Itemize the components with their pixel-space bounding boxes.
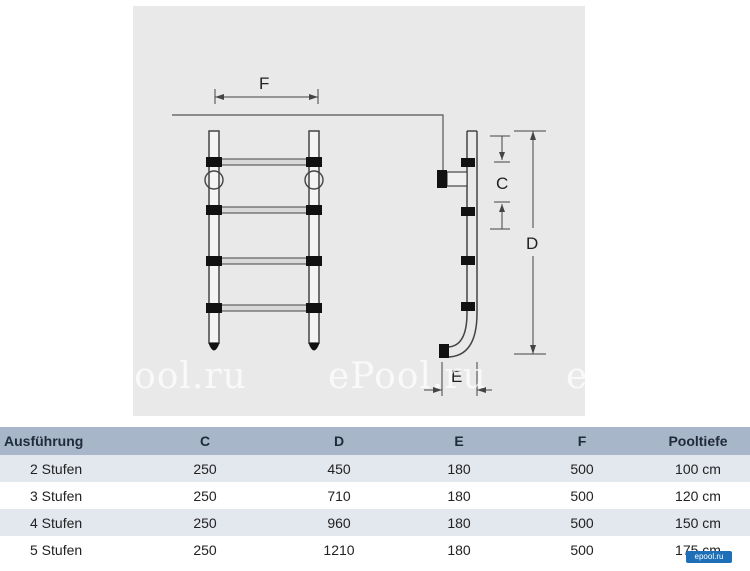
cell-ausfuehrung: 3 Stufen xyxy=(0,482,132,509)
technical-drawing: F xyxy=(133,6,585,416)
table-row: 5 Stufen 250 1210 180 500 175 cm xyxy=(0,536,750,563)
cell-e: 180 xyxy=(400,509,518,536)
ladder-diagram: F xyxy=(172,74,546,396)
label-e: E xyxy=(451,367,462,386)
header-c: C xyxy=(132,427,278,455)
cell-c: 250 xyxy=(132,455,278,482)
header-pooltiefe: Pooltiefe xyxy=(646,427,750,455)
cell-c: 250 xyxy=(132,536,278,563)
left-rail-foot xyxy=(208,342,220,351)
dimension-e xyxy=(424,362,492,396)
cell-ausfuehrung: 2 Stufen xyxy=(0,455,132,482)
header-e: E xyxy=(400,427,518,455)
label-c: C xyxy=(496,174,508,193)
header-d: D xyxy=(278,427,400,455)
cell-d: 710 xyxy=(278,482,400,509)
watermark-text: ePool.ru xyxy=(328,356,487,397)
watermark-text: ePool.ru xyxy=(0,356,127,397)
cell-pooltiefe: 120 cm xyxy=(646,482,750,509)
cell-c: 250 xyxy=(132,509,278,536)
label-f: F xyxy=(259,74,269,93)
pool-edge-line xyxy=(172,114,444,174)
cell-ausfuehrung: 5 Stufen xyxy=(0,536,132,563)
watermark-text: ePool.ru xyxy=(566,356,725,397)
cell-e: 180 xyxy=(400,536,518,563)
cell-f: 500 xyxy=(518,509,646,536)
table-row: 3 Stufen 250 710 180 500 120 cm xyxy=(0,482,750,509)
steps-front xyxy=(206,157,322,313)
cell-pooltiefe: 100 cm xyxy=(646,455,750,482)
cell-d: 1210 xyxy=(278,536,400,563)
cell-d: 960 xyxy=(278,509,400,536)
dimension-d xyxy=(514,130,546,355)
cell-e: 180 xyxy=(400,482,518,509)
cell-d: 450 xyxy=(278,455,400,482)
cell-f: 500 xyxy=(518,536,646,563)
spec-table: Ausführung C D E F Pooltiefe 2 Stufen 25… xyxy=(0,427,750,563)
label-d: D xyxy=(526,234,538,253)
cell-e: 180 xyxy=(400,455,518,482)
header-f: F xyxy=(518,427,646,455)
cell-ausfuehrung: 4 Stufen xyxy=(0,509,132,536)
table-header-row: Ausführung C D E F Pooltiefe xyxy=(0,427,750,455)
right-anchor-ring xyxy=(304,170,324,190)
watermark-text: ePool.ru xyxy=(88,356,247,397)
right-rail-foot xyxy=(308,342,320,351)
table-row: 4 Stufen 250 960 180 500 150 cm xyxy=(0,509,750,536)
left-anchor-ring xyxy=(204,170,224,190)
cell-pooltiefe: 150 cm xyxy=(646,509,750,536)
cell-f: 500 xyxy=(518,455,646,482)
brand-badge: epool.ru xyxy=(686,551,732,563)
header-ausfuehrung: Ausführung xyxy=(0,427,132,455)
cell-c: 250 xyxy=(132,482,278,509)
side-view xyxy=(437,130,478,358)
table-row: 2 Stufen 250 450 180 500 100 cm xyxy=(0,455,750,482)
cell-f: 500 xyxy=(518,482,646,509)
dimension-c xyxy=(490,135,510,230)
